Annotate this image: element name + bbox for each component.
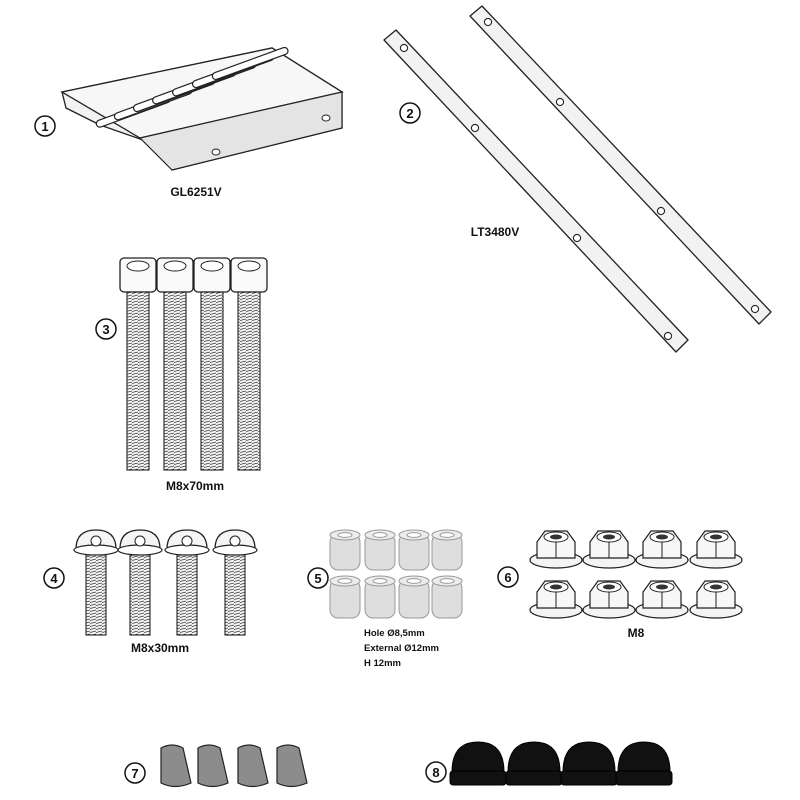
part-2: 2 LT3480V	[383, 5, 772, 353]
callout-7	[124, 762, 146, 784]
part-4: 4 M8x30mm	[43, 529, 258, 655]
rubber-cap	[197, 744, 229, 788]
callout-2-number: 2	[406, 106, 413, 121]
spacer	[329, 529, 361, 571]
flange-nut	[635, 530, 689, 569]
flange-nut	[582, 530, 636, 569]
flange-nut	[582, 580, 636, 619]
part-5-spec-height: H 12mm	[364, 658, 401, 669]
callout-2	[399, 102, 421, 124]
rubber-cap	[276, 744, 308, 788]
callout-5	[307, 567, 329, 589]
flat-bar-left	[383, 29, 689, 353]
spacer	[431, 529, 463, 571]
acorn-cap	[615, 741, 673, 786]
callout-3-number: 3	[102, 322, 109, 337]
acorn-cap	[505, 741, 563, 786]
callout-6	[497, 566, 519, 588]
part-5-spec-external: External Ø12mm	[364, 643, 439, 654]
bolt-m8x70	[193, 257, 231, 471]
spacer	[329, 575, 361, 619]
rack-plate-drawing	[60, 46, 344, 171]
part-7: 7	[124, 744, 308, 788]
flange-nut	[529, 530, 583, 569]
callout-1-number: 1	[41, 119, 48, 134]
flange-nut	[689, 580, 743, 619]
flange-nut	[529, 580, 583, 619]
callout-3	[95, 318, 117, 340]
callout-1	[34, 115, 56, 137]
bolt-m8x30	[73, 529, 119, 636]
callout-7-number: 7	[131, 766, 138, 781]
spacer	[364, 529, 396, 571]
bolt-m8x70	[156, 257, 194, 471]
part-3: 3 M8x70mm	[95, 257, 268, 493]
callout-4	[43, 567, 65, 589]
flat-bar-right	[469, 5, 772, 325]
bolt-m8x30	[164, 529, 210, 636]
callout-4-number: 4	[50, 571, 58, 586]
bolt-m8x30	[117, 529, 163, 636]
callout-8-number: 8	[432, 765, 439, 780]
part-5: 5 Hole Ø8,5mm External Ø12mm H 12mm	[307, 529, 463, 669]
part-8: 8	[425, 741, 673, 786]
bolt-m8x70	[119, 257, 157, 471]
flange-nut	[635, 580, 689, 619]
acorn-cap	[449, 741, 507, 786]
spacer	[364, 575, 396, 619]
part-4-size: M8x30mm	[131, 641, 189, 655]
flange-nut	[689, 530, 743, 569]
callout-8	[425, 761, 447, 783]
part-3-size: M8x70mm	[166, 479, 224, 493]
part-5-spec-hole: Hole Ø8,5mm	[364, 628, 425, 639]
rubber-cap	[160, 744, 192, 788]
part-6: 6 M8	[497, 530, 743, 640]
callout-6-number: 6	[504, 570, 511, 585]
part-1: 1 GL6251V	[34, 46, 344, 199]
part-6-size: M8	[628, 626, 645, 640]
spacer	[431, 575, 463, 619]
part-1-code: GL6251V	[170, 185, 221, 199]
bolt-m8x70	[230, 257, 268, 471]
rubber-cap	[237, 744, 269, 788]
part-2-code: LT3480V	[471, 225, 519, 239]
acorn-cap	[560, 741, 618, 786]
bolt-m8x30	[212, 529, 258, 636]
callout-5-number: 5	[314, 571, 321, 586]
spacer	[398, 529, 430, 571]
spacer	[398, 575, 430, 619]
